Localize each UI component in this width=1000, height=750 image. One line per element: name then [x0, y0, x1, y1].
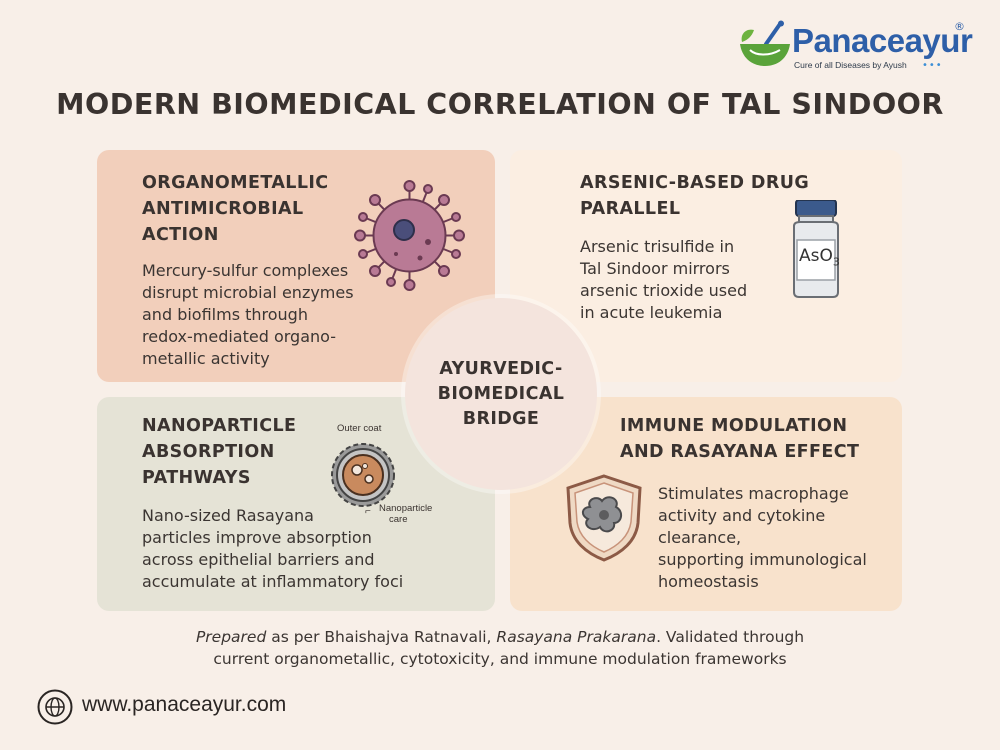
body-line: Arsenic trisulfide in — [580, 237, 735, 256]
bridge-line: BIOMEDICAL — [437, 383, 565, 404]
medicine-bottle-icon — [793, 200, 839, 298]
body-line: supporting immunological — [658, 550, 867, 569]
body-line: accumulate at inflammatory foci — [142, 572, 404, 591]
card-immune-heading: IMMUNE MODULATION AND RASAYANA EFFECT — [620, 413, 859, 465]
footer-italic: Prepared — [195, 628, 267, 646]
card-immune-body: Stimulates macrophage activity and cytok… — [658, 483, 867, 593]
footer-line-1: Prepared as per Bhaishajva Ratnavali, Ra… — [0, 626, 1000, 648]
card-antimicrobial: ORGANOMETALLIC ANTIMICROBIAL ACTION Merc… — [97, 150, 495, 382]
heading-line: ARSENIC-BASED DRUG — [580, 173, 810, 193]
bottle-label: AsO3 — [799, 246, 840, 268]
footer-note: Prepared as per Bhaishajva Ratnavali, Ra… — [0, 626, 1000, 670]
nanoparticle-core-label: Nanoparticle care — [379, 503, 432, 525]
body-line: Nano-sized Rasayana — [142, 506, 314, 525]
core-label-line: Nanoparticle — [379, 503, 433, 514]
footer-text: . Validated through — [656, 628, 805, 646]
core-marker: ⌐ — [365, 506, 371, 517]
heading-line: PATHWAYS — [142, 468, 251, 488]
body-line: and biofilms through — [142, 305, 308, 324]
registered-mark: ® — [954, 20, 965, 33]
body-line: disrupt microbial enzymes — [142, 283, 354, 302]
body-line: arsenic trioxide used — [580, 281, 748, 300]
brand-name: Panaceayur — [792, 22, 973, 59]
body-line: across epithelial barriers and — [142, 550, 375, 569]
brand-logo: Panaceayur ® Cure of all Diseases by Ayu… — [732, 18, 973, 74]
heading-line: AND RASAYANA EFFECT — [620, 442, 860, 462]
heading-line: NANOPARTICLE — [142, 416, 297, 436]
website-link[interactable]: www.panaceayur.com — [82, 693, 287, 716]
bridge-line: BRIDGE — [462, 408, 540, 429]
card-arsenic-heading: ARSENIC-BASED DRUG PARALLEL — [580, 170, 809, 222]
body-line: activity and cytokine — [658, 506, 826, 525]
heading-line: PARALLEL — [580, 199, 681, 219]
center-bridge-circle: AYURVEDIC- BIOMEDICAL BRIDGE — [405, 298, 597, 490]
center-bridge-label: AYURVEDIC- BIOMEDICAL BRIDGE — [438, 357, 565, 432]
card-nanoparticle-heading: NANOPARTICLE ABSORPTION PATHWAYS — [142, 413, 296, 491]
bottle-label-text: AsO — [799, 246, 833, 266]
heading-line: ORGANOMETALLIC — [142, 173, 329, 193]
body-line: in acute leukemia — [580, 303, 723, 322]
nanoparticle-icon — [331, 443, 395, 507]
globe-icon — [37, 689, 73, 725]
mortar-pestle-leaf-icon — [740, 20, 790, 66]
footer-italic: Rasayana Prakarana — [496, 628, 657, 646]
body-line: homeostasis — [658, 572, 759, 591]
footer-text: as per Bhaishajva Ratnavali, — [266, 628, 497, 646]
body-line: redox-mediated organo- — [142, 327, 337, 346]
shield-cell-icon — [566, 474, 642, 562]
body-line: Mercury-sulfur complexes — [142, 261, 349, 280]
brand-tagline: Cure of all Diseases by Ayush — [794, 60, 907, 70]
brand-dots: ••• — [922, 60, 943, 71]
card-arsenic-body: Arsenic trisulfide in Tal Sindoor mirror… — [580, 236, 747, 324]
body-line: metallic activity — [142, 349, 270, 368]
core-label-line: care — [389, 514, 408, 525]
virus-icon — [354, 180, 465, 291]
page-title: MODERN BIOMEDICAL CORRELATION OF TAL SIN… — [56, 88, 944, 121]
bridge-line: AYURVEDIC- — [439, 358, 563, 379]
heading-line: ACTION — [142, 225, 219, 245]
card-antimicrobial-heading: ORGANOMETALLIC ANTIMICROBIAL ACTION — [142, 170, 329, 248]
bottle-label-subscript: 3 — [832, 255, 840, 269]
heading-line: ABSORPTION — [142, 442, 275, 462]
heading-line: ANTIMICROBIAL — [142, 199, 304, 219]
card-nanoparticle-body: Nano-sized Rasayana particles improve ab… — [142, 505, 403, 593]
card-antimicrobial-body: Mercury-sulfur complexes disrupt microbi… — [142, 260, 354, 370]
body-line: Tal Sindoor mirrors — [580, 259, 730, 278]
footer-line-2: current organometallic, cytotoxicity, an… — [213, 650, 787, 668]
outer-coat-label: Outer coat — [337, 423, 382, 434]
body-line: clearance, — [658, 528, 742, 547]
body-line: Stimulates macrophage — [658, 484, 849, 503]
body-line: particles improve absorption — [142, 528, 372, 547]
heading-line: IMMUNE MODULATION — [620, 416, 848, 436]
